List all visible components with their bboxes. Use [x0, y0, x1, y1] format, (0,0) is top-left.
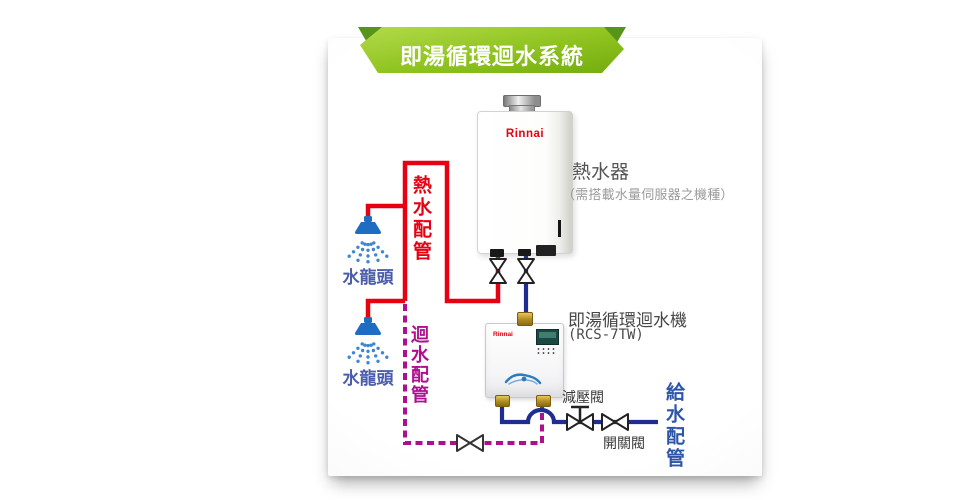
heater-vent-slot [558, 220, 561, 237]
faucet-label: 水龍頭 [342, 369, 394, 388]
pump-buttons [536, 347, 557, 355]
heater-note-label: （需搭載水量伺服器之機種） [562, 187, 734, 202]
circulation-pump-unit: Rinnai [485, 323, 564, 398]
pump-top-fitting [517, 312, 533, 326]
pump-brand-logo: Rinnai [493, 331, 513, 338]
heater-hot-fitting [490, 249, 504, 257]
shutoff-valve-label: 開關閥 [603, 435, 645, 451]
title-banner: 即湯循環迴水系統 [352, 24, 632, 76]
faucet-label: 水龍頭 [342, 268, 394, 287]
diagram-card [328, 38, 762, 476]
heater-name-label: 熱水器 [572, 162, 630, 183]
pump-model-label: (RCS-7TW) [568, 327, 644, 343]
supply-pipe-label: 給水配管 [663, 382, 684, 470]
pump-return-fitting [536, 395, 551, 407]
pump-display [536, 329, 559, 345]
pump-supply-fitting [495, 395, 510, 407]
page-title: 即湯循環迴水系統 [399, 44, 584, 69]
ribbon-shape [358, 27, 626, 73]
hot-pipe-label: 熱水配管 [410, 175, 431, 263]
water-heater-unit: Rinnai [477, 111, 573, 254]
heater-gas-bracket [536, 245, 556, 256]
heater-cold-fitting [518, 249, 531, 256]
return-pipe-label: 迴水配管 [409, 325, 429, 405]
ribbon-body [360, 27, 624, 73]
pressure-valve-label: 減壓閥 [562, 389, 604, 405]
pump-swirl-logo [504, 373, 542, 385]
heater-brand-logo: Rinnai [505, 128, 545, 140]
